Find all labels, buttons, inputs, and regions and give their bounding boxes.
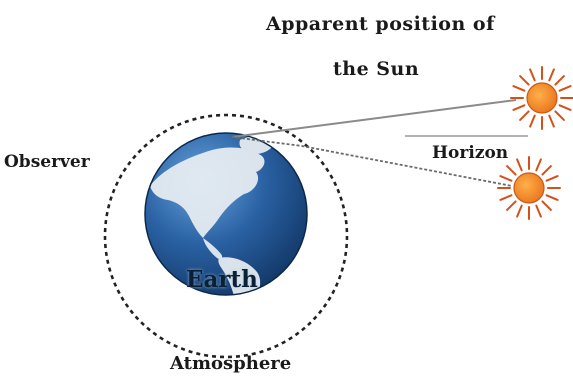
horizon-label: Horizon xyxy=(432,143,509,163)
observer-label: Observer xyxy=(4,152,90,172)
apparent-position-label: Apparent position of xyxy=(266,13,495,35)
apparent-sun-icon xyxy=(510,66,573,130)
atmosphere-label: Atmosphere xyxy=(170,353,292,374)
apparent-sight-line xyxy=(231,99,517,138)
the-sun-label: the Sun xyxy=(333,58,420,80)
atmosphere-ring xyxy=(103,113,349,359)
actual-ray-path xyxy=(231,136,513,187)
actual-sun-icon xyxy=(497,156,561,220)
earth-label: Earth xyxy=(186,266,258,293)
